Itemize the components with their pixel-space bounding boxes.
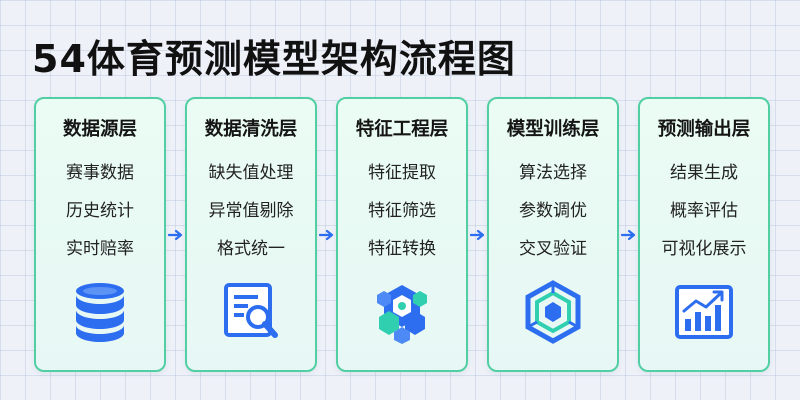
- hexagon-network-icon: [369, 279, 435, 345]
- flow-arrow-icon: [619, 97, 638, 372]
- flow-arrow-icon: [317, 97, 336, 372]
- document-search-icon: [218, 279, 284, 345]
- stage-item: 异常值剔除: [208, 201, 294, 221]
- stage-items: 结果生成 概率评估 可视化展示: [662, 154, 747, 268]
- flow-arrow-icon: [166, 97, 185, 372]
- stage-item: 赛事数据: [66, 163, 134, 183]
- stage-card-data-source: 数据源层 赛事数据 历史统计 实时赔率: [34, 97, 166, 372]
- stage-item: 交叉验证: [519, 239, 587, 259]
- stage-item: 特征提取: [368, 163, 436, 183]
- pipeline-flow: 数据源层 赛事数据 历史统计 实时赔率 数据清洗层 缺失值处理 异常: [34, 97, 770, 372]
- flow-arrow-icon: [468, 97, 487, 372]
- stage-item: 结果生成: [670, 163, 738, 183]
- stage-item: 算法选择: [519, 163, 587, 183]
- stage-item: 可视化展示: [661, 239, 747, 259]
- stage-title: 预测输出层: [657, 119, 751, 140]
- stage-title: 数据清洗层: [204, 119, 298, 140]
- database-icon: [67, 279, 133, 345]
- stage-card-prediction-output: 预测输出层 结果生成 概率评估 可视化展示: [638, 97, 770, 372]
- stage-card-model-training: 模型训练层 算法选择 参数调优 交叉验证: [487, 97, 619, 372]
- stage-item: 特征筛选: [368, 201, 436, 221]
- bar-chart-growth-icon: [671, 279, 737, 345]
- stage-item: 概率评估: [670, 201, 738, 221]
- stage-items: 算法选择 参数调优 交叉验证: [519, 154, 587, 268]
- stage-item: 缺失值处理: [208, 163, 294, 183]
- stage-title: 模型训练层: [506, 119, 600, 140]
- stage-item: 实时赔率: [66, 239, 134, 259]
- stage-title: 数据源层: [62, 119, 137, 140]
- nested-hexagon-icon: [520, 279, 586, 345]
- page-title: 54体育预测模型架构流程图: [32, 37, 516, 81]
- stage-items: 特征提取 特征筛选 特征转换: [368, 154, 436, 268]
- stage-items: 缺失值处理 异常值剔除 格式统一: [209, 154, 294, 268]
- stage-item: 历史统计: [66, 201, 134, 221]
- stage-title: 特征工程层: [355, 119, 449, 140]
- stage-card-data-cleaning: 数据清洗层 缺失值处理 异常值剔除 格式统一: [185, 97, 317, 372]
- stage-item: 特征转换: [368, 239, 436, 259]
- stage-item: 格式统一: [217, 239, 285, 259]
- stage-items: 赛事数据 历史统计 实时赔率: [66, 154, 134, 268]
- stage-item: 参数调优: [519, 201, 587, 221]
- stage-card-feature-engineering: 特征工程层 特征提取 特征筛选 特征转换: [336, 97, 468, 372]
